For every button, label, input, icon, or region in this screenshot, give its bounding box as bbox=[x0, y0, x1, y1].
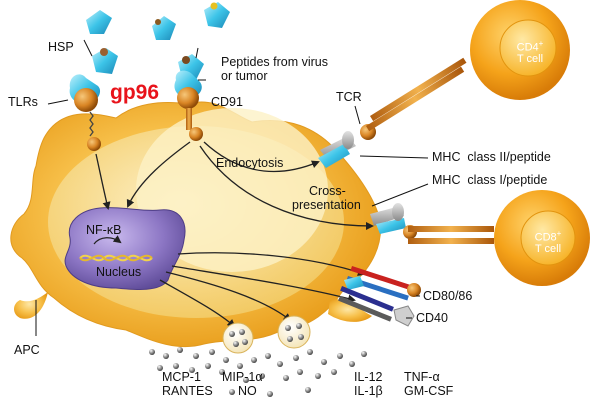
nfkb-label: NF-κB bbox=[86, 223, 122, 237]
endocytosis-arrow bbox=[203, 141, 320, 173]
secreted-cytokines bbox=[149, 347, 367, 397]
peptides-label-line1: Peptides from virus bbox=[221, 55, 328, 69]
apc-pseudopod bbox=[14, 292, 48, 319]
cd91-receptor bbox=[174, 70, 203, 141]
il1b-label: IL-1β bbox=[354, 384, 383, 398]
nucleus-to-cd80-arrow bbox=[177, 252, 366, 276]
mhc-class-ii-label: MHC class II/peptide bbox=[432, 150, 551, 164]
tcr-cd8 bbox=[408, 226, 494, 244]
cross-presentation-arrow bbox=[199, 145, 374, 230]
cd8-t-cell-label: CD8+ T cell bbox=[534, 229, 562, 255]
nucleus-to-cd40-arrow bbox=[171, 265, 356, 303]
apc-label: APC bbox=[14, 343, 40, 357]
mcp1-label: MCP-1 bbox=[162, 370, 201, 384]
nfkb-arrow bbox=[93, 235, 122, 245]
cd40-label: CD40 bbox=[416, 311, 448, 325]
cd91-to-nucleus-arrow bbox=[126, 141, 191, 208]
il12-label: IL-12 bbox=[354, 370, 383, 384]
hsp-particle bbox=[152, 16, 176, 40]
mhc-class-ii-complex bbox=[318, 131, 356, 168]
no-label: NO bbox=[238, 384, 257, 398]
rantes-label: RANTES bbox=[162, 384, 213, 398]
cd8-t-cell bbox=[494, 190, 590, 286]
cd4-t-cell-label: CD4+ T cell bbox=[516, 39, 544, 65]
cd80-86-molecule bbox=[344, 265, 421, 301]
hsp-particle bbox=[92, 48, 118, 74]
peptides-label-line2: or tumor bbox=[221, 69, 268, 83]
dna-strand bbox=[79, 254, 153, 262]
tcr-label: TCR bbox=[336, 90, 362, 104]
apc-pseudopod bbox=[328, 299, 372, 322]
cd40-molecule bbox=[338, 286, 415, 327]
cross-presentation-label-line2: presentation bbox=[292, 198, 361, 212]
mip1a-label: MIP-1α bbox=[222, 370, 263, 384]
hsp-label: HSP bbox=[48, 40, 74, 54]
secretory-vesicle bbox=[277, 315, 311, 349]
hsp-particle bbox=[204, 2, 230, 28]
cross-presentation-label-line1: Cross- bbox=[309, 184, 346, 198]
nucleus-label: Nucleus bbox=[96, 265, 142, 279]
secretory-vesicle bbox=[222, 322, 254, 354]
leader-lines bbox=[35, 39, 429, 336]
tnfa-label: TNF-α bbox=[404, 370, 440, 384]
cd91-label: CD91 bbox=[211, 95, 243, 109]
cytokine-arrow bbox=[165, 271, 292, 322]
endocytosis-label: Endocytosis bbox=[216, 156, 284, 170]
mhc-class-i-label: MHC class I/peptide bbox=[432, 173, 548, 187]
gp96-label: gp96 bbox=[110, 81, 160, 104]
gmcsf-label: GM-CSF bbox=[404, 384, 454, 398]
cd4-t-cell bbox=[470, 0, 570, 100]
tlr-signal-arrow bbox=[95, 153, 111, 210]
cd80-86-label: CD80/86 bbox=[423, 289, 473, 303]
tcr-cd4 bbox=[360, 57, 467, 140]
cytokine-arrow bbox=[159, 279, 236, 328]
hsp-particle bbox=[86, 10, 112, 34]
tlr-receptor bbox=[69, 74, 101, 151]
tlrs-label: TLRs bbox=[8, 95, 38, 109]
